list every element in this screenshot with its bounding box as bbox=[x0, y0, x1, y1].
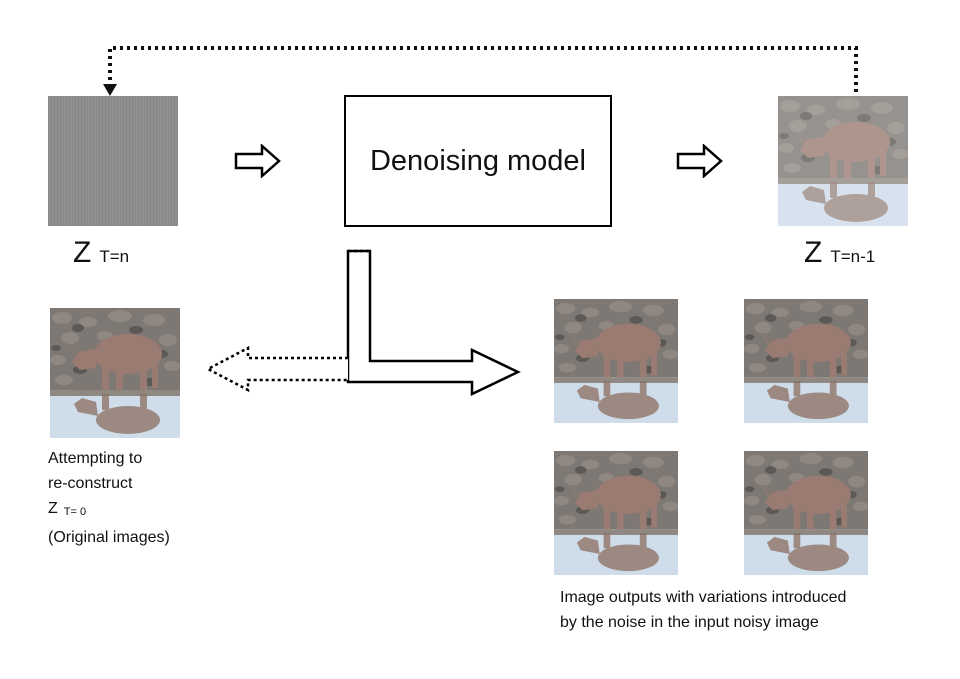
reconstruct-z: Z T= 0 bbox=[48, 496, 170, 525]
reconstruct-line2: re-construct bbox=[48, 475, 133, 492]
z-input-label: Z T=n bbox=[73, 236, 129, 270]
output-image-z-n-1 bbox=[778, 96, 908, 226]
reconstruct-line1: Attempting to bbox=[48, 450, 143, 467]
reconstruct-z-subscript: T= 0 bbox=[63, 506, 87, 518]
outputs-caption: Image outputs with variations introduced… bbox=[560, 585, 846, 635]
variation-image-4 bbox=[744, 451, 868, 575]
branch-arrows bbox=[205, 249, 521, 396]
outputs-line2: by the noise in the input noisy image bbox=[560, 614, 819, 631]
feedback-arrow bbox=[103, 46, 858, 96]
z-output-subscript: T=n-1 bbox=[830, 247, 876, 266]
hollow-arrow-to-model bbox=[234, 144, 281, 178]
z-output-symbol: Z bbox=[804, 236, 823, 269]
denoising-model-box: Denoising model bbox=[344, 95, 612, 227]
z-input-symbol: Z bbox=[73, 236, 92, 269]
variation-image-2 bbox=[744, 299, 868, 423]
reconstruct-caption: Attempting to re-construct Z T= 0 (Origin… bbox=[48, 446, 170, 550]
reconstruct-z-symbol: Z bbox=[48, 500, 58, 517]
reconstruct-line4: (Original images) bbox=[48, 529, 170, 546]
original-image bbox=[50, 308, 180, 438]
variation-image-1 bbox=[554, 299, 678, 423]
z-input-subscript: T=n bbox=[99, 247, 130, 266]
hollow-arrow-to-output bbox=[676, 144, 723, 178]
noise-image bbox=[48, 96, 178, 226]
variation-image-3 bbox=[554, 451, 678, 575]
denoising-model-label: Denoising model bbox=[369, 144, 586, 177]
outputs-line1: Image outputs with variations introduced bbox=[560, 589, 847, 606]
z-output-label: Z T=n-1 bbox=[804, 236, 875, 270]
